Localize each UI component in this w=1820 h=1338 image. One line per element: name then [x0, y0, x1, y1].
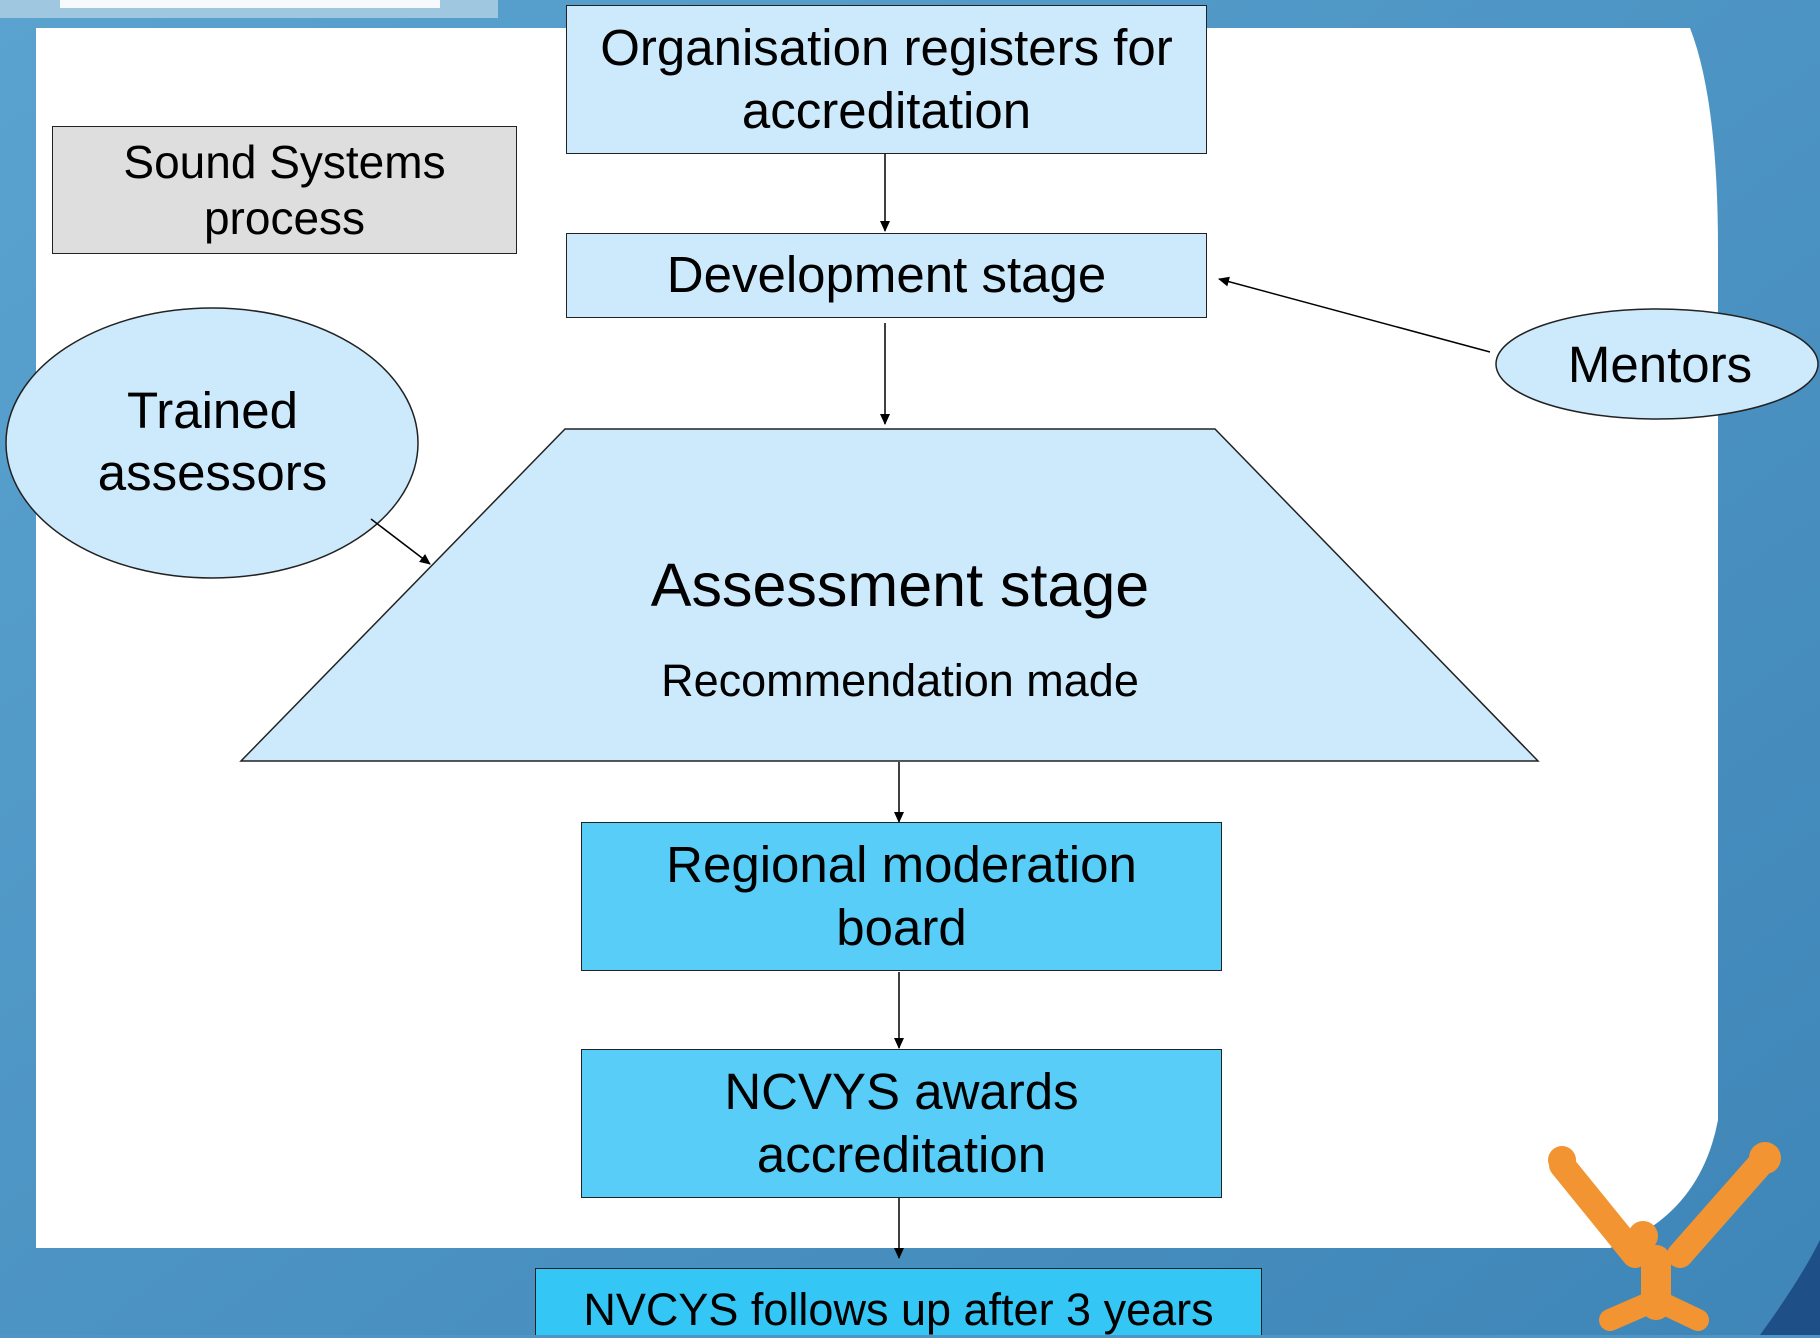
followup-step-box: NVCYS follows up after 3 years: [535, 1268, 1262, 1335]
assessment-stage-subtitle: Recommendation made: [661, 655, 1139, 706]
development-label: Development stage: [666, 246, 1107, 304]
assessors-line-1: Trained: [126, 382, 299, 439]
moderation-line-1: Regional moderation: [666, 836, 1137, 894]
development-step-box: Development stage: [566, 233, 1207, 318]
assessment-stage-title: Assessment stage: [650, 551, 1150, 619]
register-line-2: accreditation: [741, 81, 1032, 139]
trained-assessors-shape: [5, 307, 419, 579]
title-line-1: Sound Systems: [123, 135, 446, 188]
figure-logo-icon: [1548, 1142, 1781, 1331]
trained-assessors-label: Trained assessors: [40, 380, 385, 504]
assessors-line-2: assessors: [97, 444, 328, 502]
awards-line-2: accreditation: [756, 1125, 1047, 1183]
title-line-2: process: [203, 192, 366, 244]
followup-label: NVCYS follows up after 3 years: [583, 1284, 1214, 1335]
mentors-shape: [1495, 308, 1819, 420]
arrow-mentors-to-development: [1218, 276, 1491, 353]
assessment-stage-shape: [239, 428, 1540, 762]
arrow-assessors-to-assessment: [370, 518, 431, 565]
awards-step-box: NCVYS awards accreditation: [581, 1049, 1222, 1198]
moderation-step-box: Regional moderation board: [581, 822, 1222, 971]
sound-systems-title-box: Sound Systems process: [52, 126, 517, 254]
register-step-box: Organisation registers for accreditation: [566, 5, 1207, 154]
mentors-label: Mentors: [1567, 336, 1753, 393]
awards-line-1: NCVYS awards: [724, 1063, 1079, 1121]
moderation-line-2: board: [836, 898, 967, 956]
register-line-1: Organisation registers for: [600, 19, 1173, 77]
